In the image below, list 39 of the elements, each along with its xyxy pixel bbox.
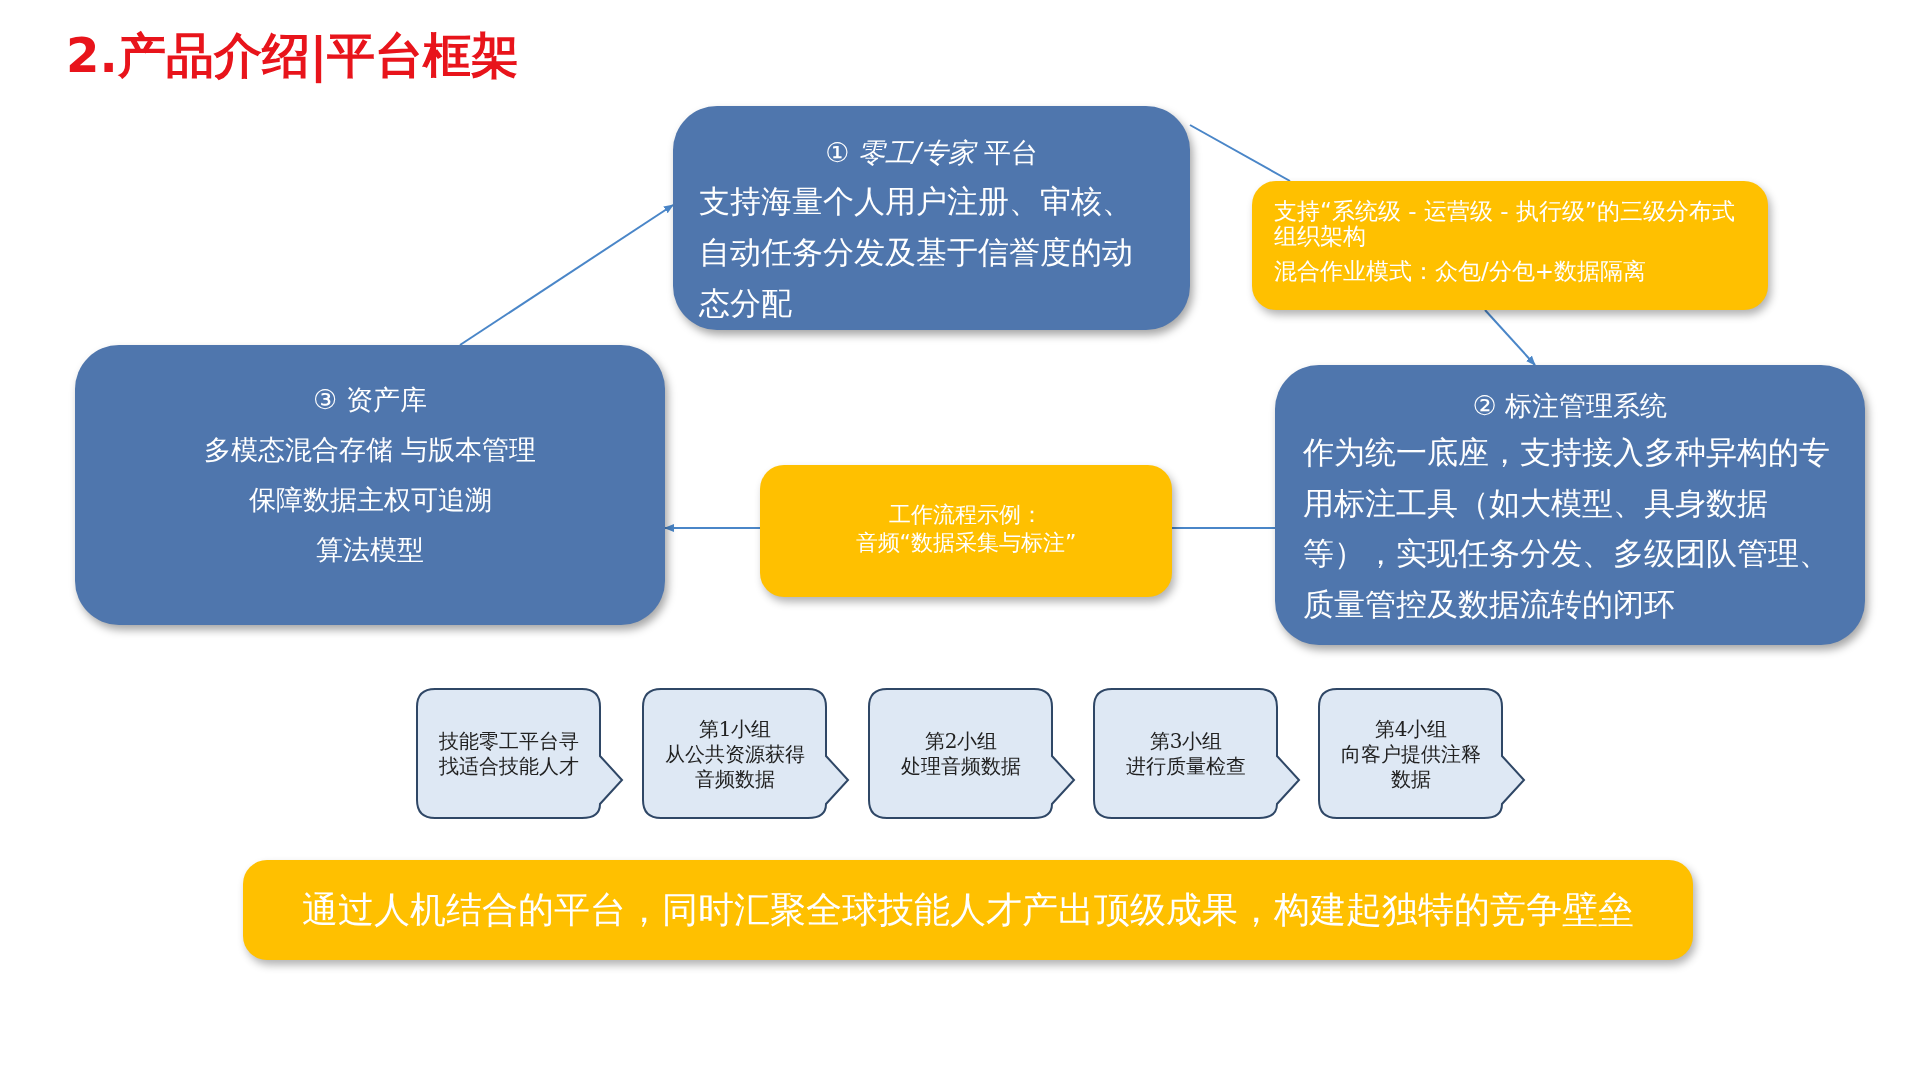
title: 2.产品介绍|平台框架 xyxy=(66,26,520,86)
callout-box xyxy=(1318,688,1528,820)
step-text: 处理音频数据 xyxy=(900,754,1022,779)
callout-box xyxy=(642,688,852,820)
note-text: 混合作业模式：众包/分包+数据隔离 xyxy=(1274,258,1648,284)
connector-line xyxy=(1171,527,1276,529)
heading: ① 零工/专家 平台 xyxy=(824,136,1039,170)
banner xyxy=(243,860,1693,960)
platform-box xyxy=(673,106,1190,330)
arrow xyxy=(459,204,674,346)
banner-text: 通过人机结合的平台，同时汇聚全球技能人才产出顶级成果，构建起独特的竞争壁垒 xyxy=(301,888,1635,932)
arrow xyxy=(1484,309,1536,366)
note-box xyxy=(1252,181,1768,310)
heading: ③ 资产库 xyxy=(312,383,428,417)
heading: ② 标注管理系统 xyxy=(1471,389,1669,423)
library-box xyxy=(75,345,665,625)
step-text: 从公共资源获得音频数据 xyxy=(664,741,806,792)
step-heading: 第2小组 xyxy=(923,729,999,754)
description: 多模态混合存储 与版本管理 xyxy=(202,433,538,467)
system-box xyxy=(1275,365,1865,645)
arrow xyxy=(664,524,761,532)
description: 保障数据主权可追溯 xyxy=(247,483,493,517)
step-text: 向客户提供注释数据 xyxy=(1340,741,1482,792)
callout-box xyxy=(868,688,1078,820)
connector-line xyxy=(1189,124,1291,182)
description: 算法模型 xyxy=(315,533,425,567)
workflow-text: 工作流程示例： xyxy=(888,501,1044,529)
step-heading: 第3小组 xyxy=(1148,729,1224,754)
step-text: 进行质量检查 xyxy=(1125,754,1247,779)
description: 支持海量个人用户注册、审核、自动任务分发及基于信誉度的动态分配 xyxy=(699,182,1134,323)
step-heading: 第4小组 xyxy=(1373,716,1449,742)
note-text: 支持“系统级 - 运营级 - 执行级”的三级分布式组织架构 xyxy=(1274,199,1736,249)
workflow-box xyxy=(760,465,1172,597)
workflow-text: 音频“数据采集与标注” xyxy=(854,529,1078,557)
callout-box xyxy=(416,688,626,820)
step-heading: 第1小组 xyxy=(697,716,773,742)
description: 作为统一底座，支持接入多种异构的专用标注工具（如大模型、具身数据等），实现任务分发、多级团队管理、质量管控及数据流转的闭环 xyxy=(1303,433,1831,624)
callout-box xyxy=(1093,688,1303,820)
step-text: 技能零工平台寻找适合技能人才 xyxy=(438,729,580,779)
